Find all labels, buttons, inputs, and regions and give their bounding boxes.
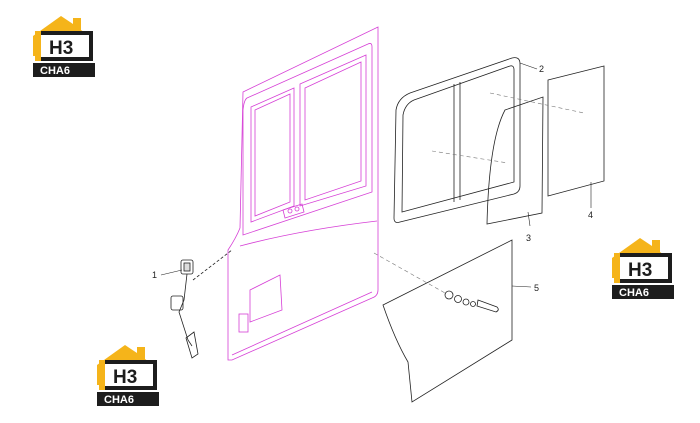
glass-panel-4	[547, 65, 605, 197]
door-handle-recess	[238, 313, 249, 333]
door-window-left-pane-inner	[254, 93, 291, 217]
brand-logo-top-left: H3 CHA6	[33, 16, 95, 77]
logo-letters: H3	[628, 260, 652, 281]
door-window-right-pane-inner	[304, 61, 362, 201]
door-panel-crease	[239, 220, 378, 247]
trim-panel-5	[382, 239, 513, 403]
door-lower-panel	[249, 274, 283, 323]
door-bottom-edge	[231, 291, 373, 356]
glass-panel-3	[486, 96, 544, 225]
callout-4: 4	[588, 210, 593, 220]
brand-logo-right: H3 CHA6	[612, 238, 674, 299]
logo-letters: H3	[113, 367, 137, 388]
door-assembly	[227, 26, 379, 361]
brand-logo-bottom-left: H3 CHA6	[97, 345, 159, 406]
callout-3: 3	[526, 233, 531, 243]
callout-2: 2	[539, 64, 544, 74]
logo-letters: H3	[49, 38, 73, 59]
alignment-lines	[373, 92, 585, 294]
logo-word: CHA6	[40, 65, 70, 77]
logo-word: CHA6	[619, 287, 649, 299]
latch-mechanism	[170, 249, 233, 359]
logo-word: CHA6	[104, 394, 134, 406]
callout-leaders	[160, 62, 592, 288]
callout-5: 5	[534, 283, 539, 293]
window-frame-part	[393, 57, 521, 223]
door-window-right-pane	[299, 54, 367, 207]
callout-1: 1	[152, 270, 157, 280]
door-latch-mount	[282, 203, 305, 219]
door-window-left-pane	[250, 87, 295, 223]
door-window-frame	[242, 43, 373, 236]
door-outer-outline	[227, 26, 379, 361]
